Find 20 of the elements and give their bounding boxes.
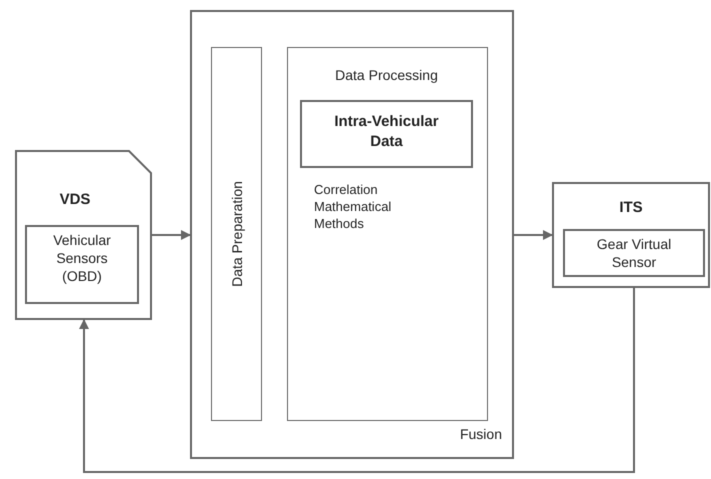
process-box — [563, 229, 705, 277]
node-label: Data Processing — [334, 66, 439, 84]
process-box — [25, 225, 139, 304]
process-box — [287, 47, 488, 421]
node-label: VDS — [58, 190, 92, 210]
container-box — [190, 10, 514, 459]
node-label: Vehicular Sensors (OBD) — [52, 231, 112, 286]
node-label: Data Preparation — [227, 181, 246, 287]
node-label: Fusion — [458, 425, 502, 444]
folded-corner-box — [15, 150, 152, 320]
arrow — [514, 230, 553, 240]
node-label: Intra-Vehicular Data — [333, 112, 440, 151]
arrow — [79, 288, 635, 473]
description-text: Correlation Mathematical Methods — [314, 182, 392, 233]
arrow — [152, 230, 191, 240]
node-label: ITS — [618, 198, 644, 218]
process-box — [300, 100, 473, 168]
container-box — [552, 182, 710, 288]
process-box — [211, 47, 262, 421]
node-label: Gear Virtual Sensor — [596, 235, 672, 272]
